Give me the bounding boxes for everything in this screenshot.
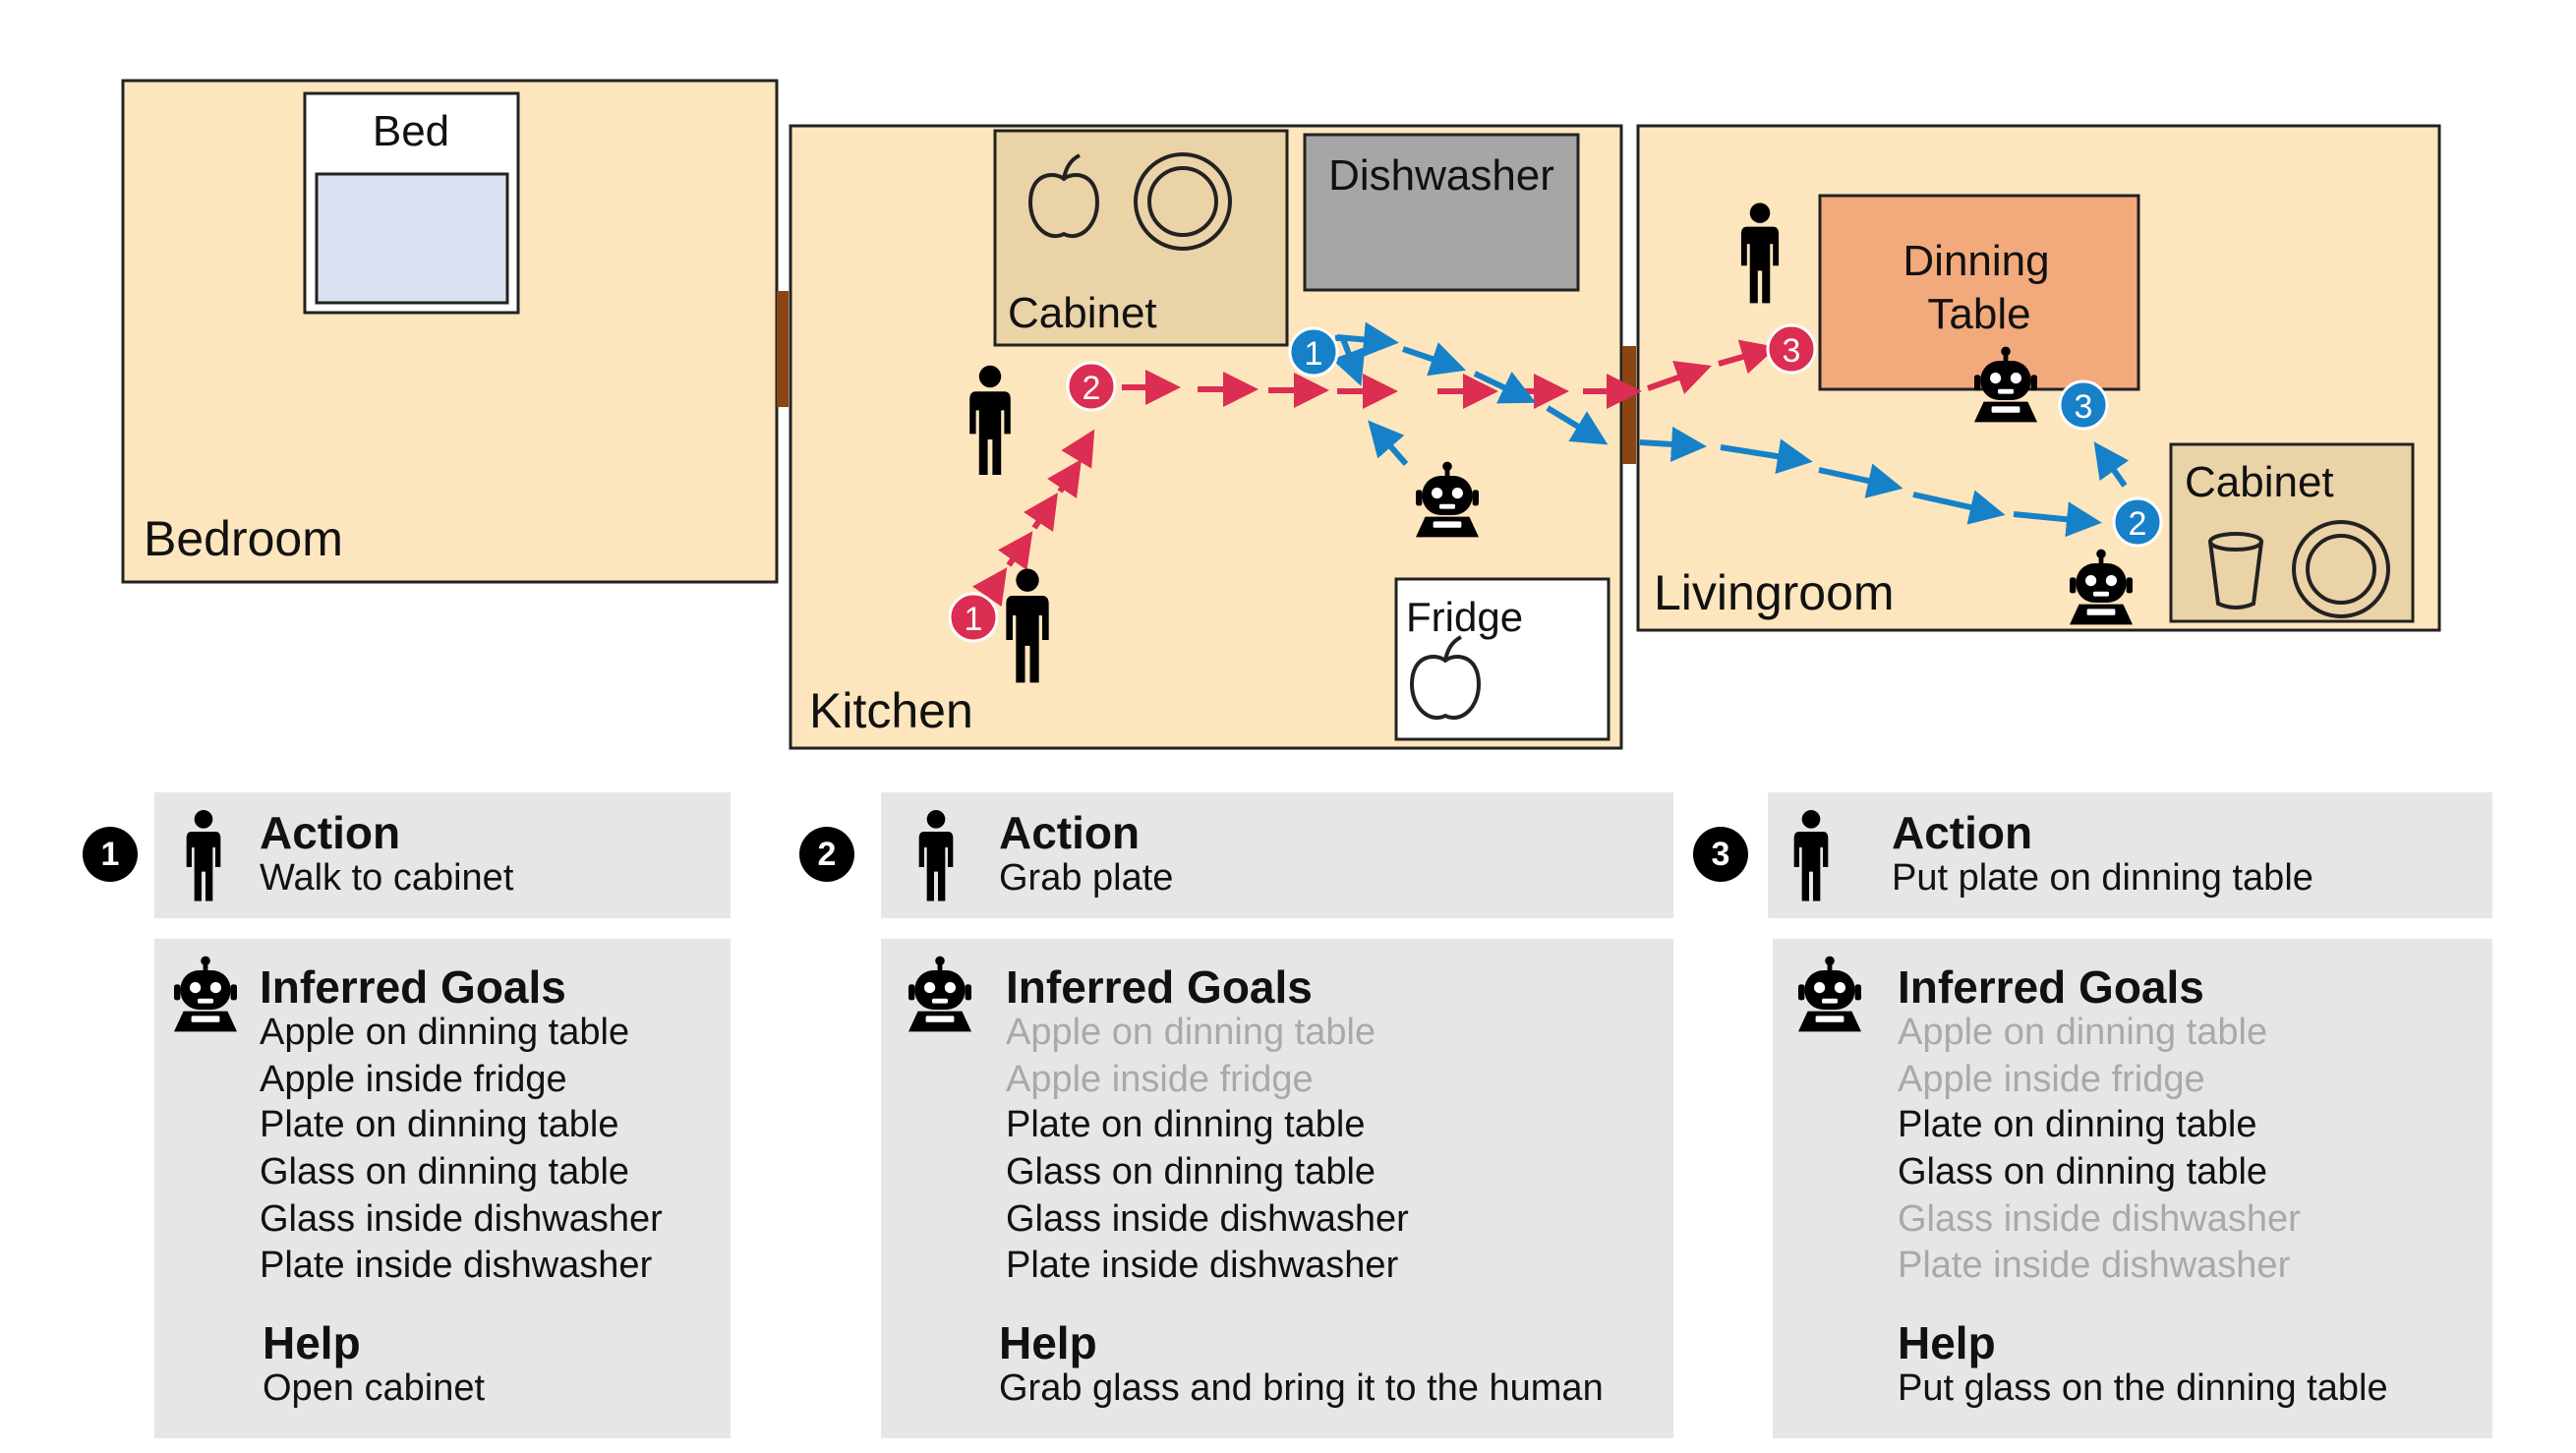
help-text: Open cabinet <box>263 1367 486 1409</box>
goal-item: Plate inside dishwasher <box>1006 1245 1399 1286</box>
action-text: Walk to cabinet <box>260 857 514 899</box>
plate-icon <box>2292 520 2390 618</box>
goal-item: Plate inside dishwasher <box>1898 1245 2291 1286</box>
svg-text:3: 3 <box>1783 332 1801 370</box>
goal-item: Glass inside dishwasher <box>1006 1198 1409 1240</box>
bed-label: Bed <box>373 107 449 155</box>
robot-icon <box>166 955 245 1033</box>
fridge <box>1394 577 1610 741</box>
livingroom-door <box>1622 346 1636 464</box>
help-text: Put glass on the dinning table <box>1898 1367 2388 1409</box>
svg-text:1: 1 <box>1305 335 1323 373</box>
inferred-goals-panel: Inferred Goals Apple on dinning table Ap… <box>1773 939 2492 1438</box>
goals-title: Inferred Goals <box>260 961 566 1013</box>
human-icon <box>1791 806 1831 904</box>
human-icon <box>916 806 956 904</box>
svg-text:1: 1 <box>965 601 983 638</box>
livingroom-cabinet-label: Cabinet <box>2185 458 2334 506</box>
step-number-badge: 2 <box>799 827 854 882</box>
human-icon <box>184 806 223 904</box>
goal-item: Plate on dinning table <box>1006 1104 1366 1145</box>
inferred-goals-panel: Inferred Goals Apple on dinning table Ap… <box>154 939 731 1438</box>
glass-icon <box>2208 532 2263 610</box>
bed-mattress <box>315 172 509 305</box>
step-number-badge: 1 <box>83 827 138 882</box>
goal-item: Glass on dinning table <box>1006 1151 1376 1192</box>
goal-item: Apple on dinning table <box>260 1012 630 1053</box>
help-title: Help <box>999 1317 1097 1368</box>
kitchen-cabinet <box>993 129 1289 347</box>
robot-icon <box>1790 955 1869 1033</box>
robot-path <box>1331 321 2130 538</box>
kitchen-cabinet-label: Cabinet <box>1008 289 1157 337</box>
action-panel: Action Grab plate <box>881 792 1673 918</box>
help-title: Help <box>263 1317 361 1368</box>
floor-plan-map: Bed Bedroom Cabinet Dishwasher Fridge Ki… <box>121 79 2441 750</box>
livingroom-label: Livingroom <box>1654 565 1895 620</box>
goals-title: Inferred Goals <box>1006 961 1313 1013</box>
goal-item: Apple on dinning table <box>1006 1012 1376 1053</box>
human-step-marker: 1 <box>948 592 999 643</box>
apple-icon <box>1409 635 1482 720</box>
dishwasher-label: Dishwasher <box>1328 151 1554 200</box>
plate-icon <box>1134 152 1232 251</box>
robot-step-marker: 1 <box>1288 326 1339 378</box>
robot-step-marker: 2 <box>2112 496 2163 548</box>
svg-text:3: 3 <box>2075 388 2093 426</box>
goal-item: Plate on dinning table <box>1898 1104 2257 1145</box>
action-panel: Action Put plate on dinning table <box>1768 792 2492 918</box>
dishwasher <box>1303 133 1580 292</box>
help-text: Grab glass and bring it to the human <box>999 1367 1604 1409</box>
action-title: Action <box>999 807 1141 858</box>
robot-icon <box>901 955 979 1033</box>
dining-table <box>1818 194 2140 391</box>
step-number-badge: 3 <box>1693 827 1748 882</box>
svg-text:2: 2 <box>2129 505 2147 543</box>
goal-item: Apple inside fridge <box>1006 1059 1314 1100</box>
apple-icon <box>1027 153 1100 238</box>
goal-item: Apple inside fridge <box>260 1059 567 1100</box>
goal-item: Plate on dinning table <box>260 1104 619 1145</box>
goals-title: Inferred Goals <box>1898 961 2204 1013</box>
action-panel: Action Walk to cabinet <box>154 792 731 918</box>
dining-table-label-line1: Dinning <box>1903 237 2049 285</box>
help-title: Help <box>1898 1317 1996 1368</box>
human-step-marker: 3 <box>1766 323 1817 375</box>
goal-item: Glass on dinning table <box>260 1151 630 1192</box>
fridge-label: Fridge <box>1406 594 1523 640</box>
goal-item: Glass inside dishwasher <box>260 1198 663 1240</box>
action-title: Action <box>1892 807 2033 858</box>
svg-text:2: 2 <box>1083 370 1101 407</box>
action-text: Grab plate <box>999 857 1174 899</box>
human-step-marker: 2 <box>1066 361 1117 412</box>
goal-item: Plate inside dishwasher <box>260 1245 653 1286</box>
robot-step-marker: 3 <box>2058 379 2109 431</box>
action-title: Action <box>260 807 401 858</box>
dining-table-label-line2: Table <box>1927 290 2030 338</box>
goal-item: Glass inside dishwasher <box>1898 1198 2301 1240</box>
kitchen-label: Kitchen <box>809 683 973 738</box>
action-text: Put plate on dinning table <box>1892 857 2313 899</box>
bedroom-label: Bedroom <box>144 511 343 566</box>
goal-item: Apple inside fridge <box>1898 1059 2205 1100</box>
inferred-goals-panel: Inferred Goals Apple on dinning table Ap… <box>881 939 1673 1438</box>
goal-item: Apple on dinning table <box>1898 1012 2268 1053</box>
goal-item: Glass on dinning table <box>1898 1151 2268 1192</box>
bedroom-door <box>777 291 789 407</box>
